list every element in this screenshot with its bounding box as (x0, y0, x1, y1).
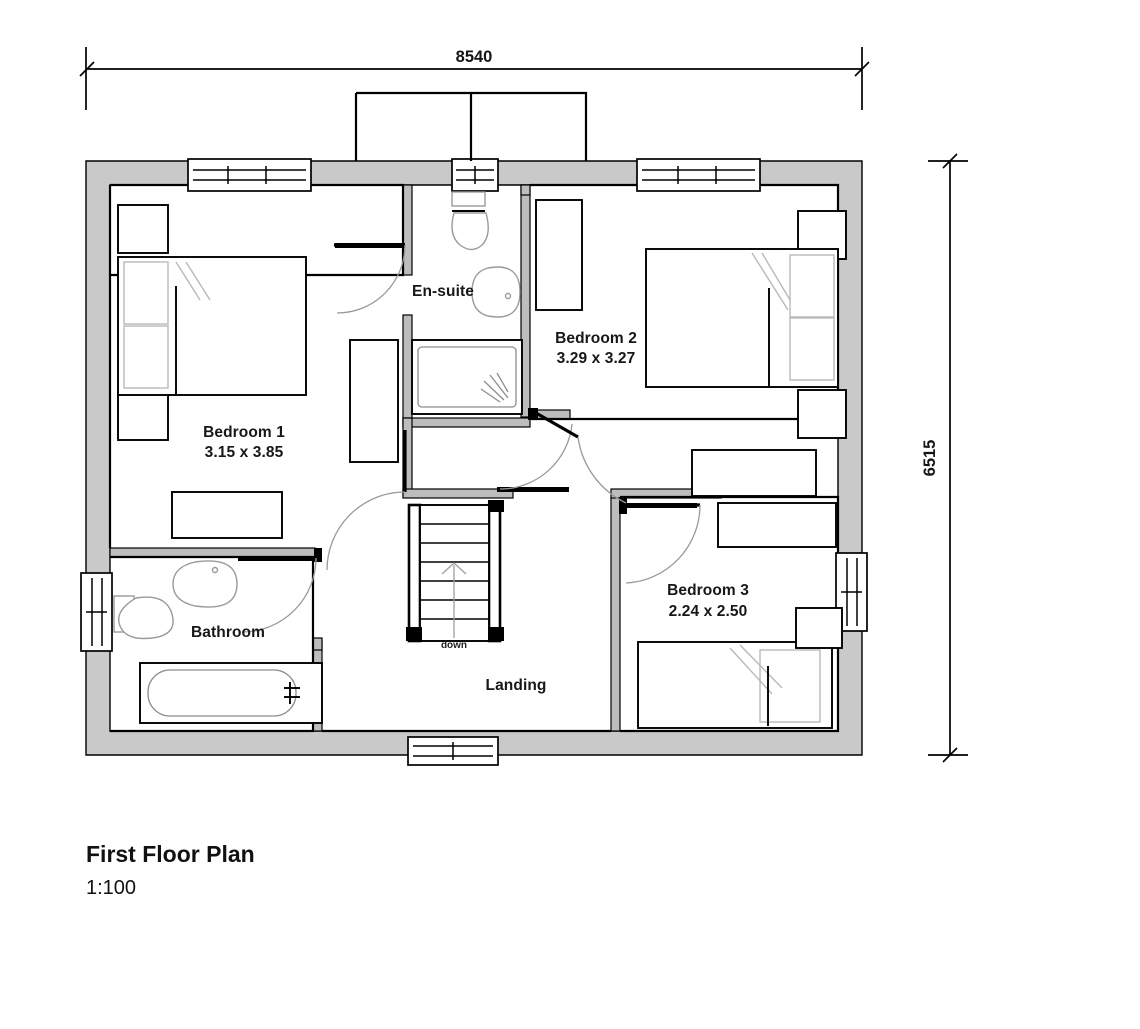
nightstand-b2-bottom (797, 389, 847, 439)
basin-ensuite (471, 266, 521, 318)
bed-bedroom3 (637, 641, 833, 729)
furniture-bedroom1 (117, 204, 399, 539)
window-ensuite (451, 158, 499, 192)
door-bedroom3 (622, 503, 701, 584)
furniture-bedroom3 (637, 502, 843, 729)
chest-of-drawers-b2 (691, 449, 817, 497)
chest-of-drawers-b1 (171, 491, 283, 539)
staircase: down (406, 500, 504, 651)
door-bedroom1 (334, 243, 406, 314)
dimension-right: 6515 (921, 153, 968, 763)
nightstand-b1-bottom (117, 391, 169, 441)
title-block: First Floor Plan 1:100 (86, 841, 255, 899)
stair-direction-label: down (441, 640, 467, 651)
room-label-landing: Landing (486, 677, 547, 694)
nightstand-b3 (795, 607, 843, 649)
pillow-b1-b (123, 325, 169, 389)
fixtures-bathroom (113, 560, 323, 724)
shower-ensuite (411, 339, 523, 415)
doors (240, 243, 701, 633)
wardrobe-b1 (349, 339, 399, 463)
nightstand-b1-top (117, 204, 169, 254)
pillow-b1-a (123, 261, 169, 325)
window-bedroom1 (187, 158, 312, 192)
door-bathroom (240, 556, 317, 633)
dimension-top: 8540 (79, 47, 870, 110)
toilet-ensuite (451, 191, 489, 251)
dimension-top-label: 8540 (456, 48, 493, 66)
window-landing-bottom (407, 736, 499, 766)
plan-title: First Floor Plan (86, 841, 255, 867)
pillow-b2-b (789, 317, 835, 381)
room-label-bedroom1: Bedroom 1 (203, 424, 285, 441)
pillow-b3 (759, 649, 821, 723)
pillow-b2-a (789, 254, 835, 318)
duvet-fold-b2 (751, 252, 791, 311)
room-dim-bedroom3: 2.24 x 2.50 (669, 603, 748, 620)
bathtub (139, 662, 323, 724)
room-label-ensuite: En-suite (412, 283, 474, 300)
duvet-fold-b1 (175, 261, 211, 301)
fixtures-ensuite (411, 191, 523, 415)
furniture-bedroom2 (535, 199, 847, 497)
plan-scale: 1:100 (86, 877, 136, 899)
room-label-bedroom3: Bedroom 3 (667, 582, 749, 599)
chest-of-drawers-b3 (717, 502, 837, 548)
door-ensuite (499, 423, 573, 491)
wardrobe-b2 (535, 199, 583, 311)
dimension-right-label: 6515 (921, 440, 939, 477)
door-bedroom2 (528, 408, 627, 504)
room-label-bathroom: Bathroom (191, 624, 265, 641)
room-dim-bedroom1: 3.15 x 3.85 (205, 444, 284, 461)
toilet-bathroom (113, 595, 174, 640)
room-labels: Bedroom 1 3.15 x 3.85 Bedroom 2 3.29 x 3… (191, 283, 749, 694)
roof-dormer-outline (354, 91, 588, 161)
door-bedroom1-landing (326, 430, 407, 571)
duvet-fold-b3 (729, 644, 783, 695)
room-dim-bedroom2: 3.29 x 3.27 (557, 350, 636, 367)
room-label-bedroom2: Bedroom 2 (555, 330, 637, 347)
windows (80, 91, 868, 766)
basin-bathroom (172, 560, 238, 608)
window-bathroom (80, 572, 113, 652)
window-bedroom2 (636, 158, 761, 192)
